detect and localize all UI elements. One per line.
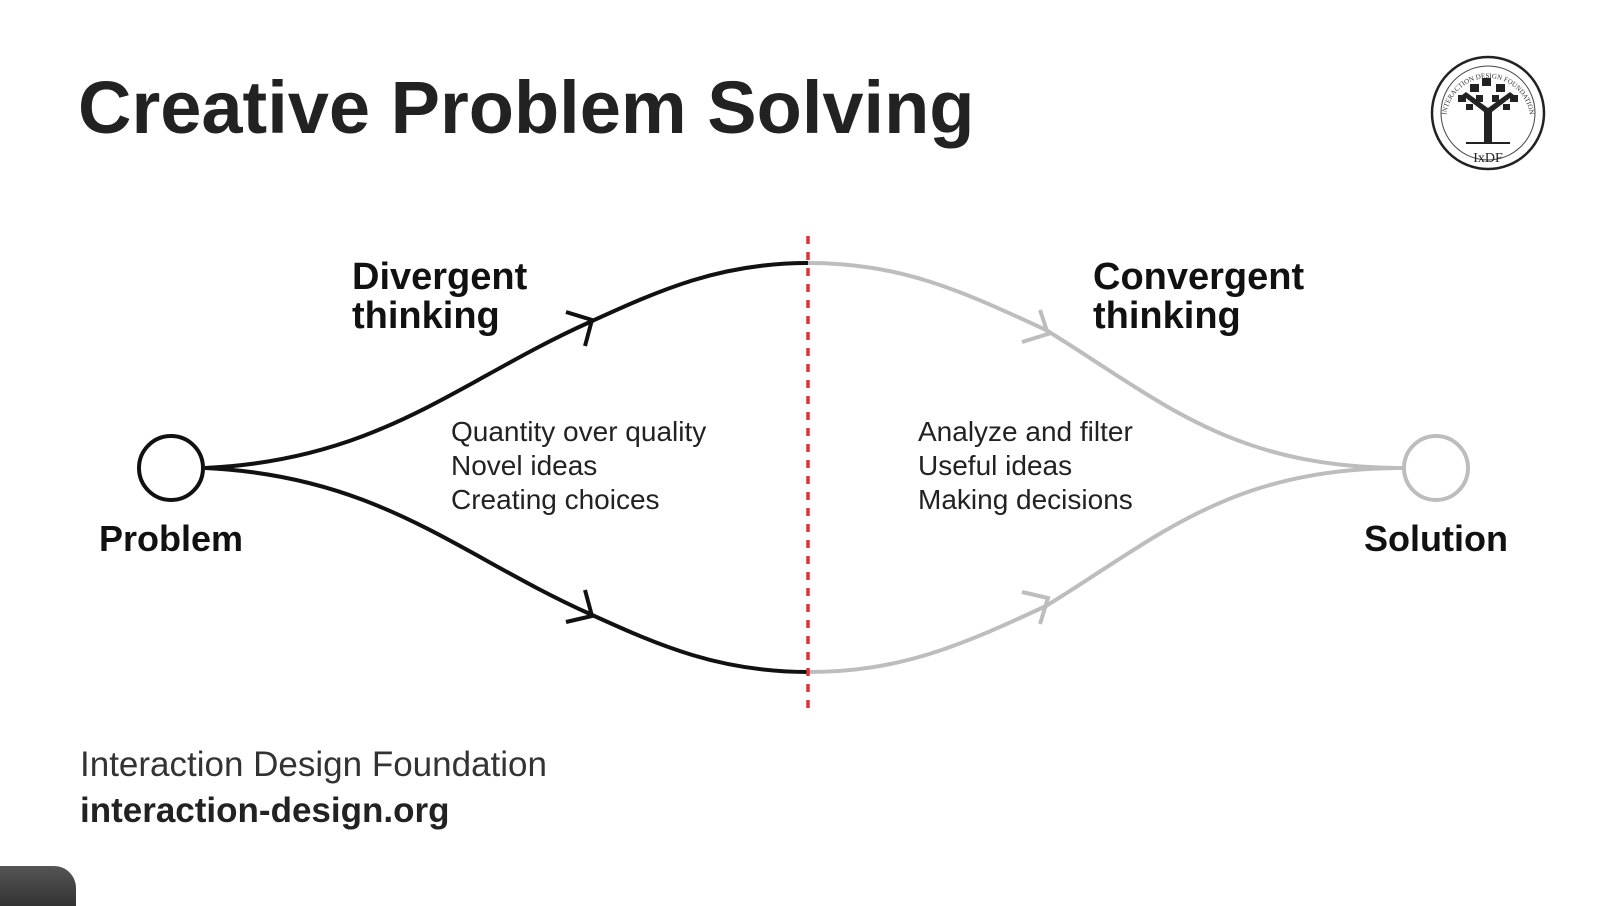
corner-tab[interactable] xyxy=(0,866,76,906)
solution-node xyxy=(1402,434,1470,502)
divergent-paths xyxy=(204,261,809,674)
problem-label: Problem xyxy=(99,518,243,559)
convergent-points: Analyze and filter Useful ideas Making d… xyxy=(918,416,1141,515)
logo-label: IxDF xyxy=(1473,151,1503,166)
divergent-heading: Divergent thinking xyxy=(352,256,538,337)
ixdf-logo: IxDF INTERACTION DESIGN FOUNDATION xyxy=(1430,55,1546,171)
problem-node xyxy=(137,434,205,502)
footer-org: Interaction Design Foundation xyxy=(80,745,547,784)
footer-url[interactable]: interaction-design.org xyxy=(80,791,449,830)
arrow-icon xyxy=(1021,309,1051,344)
arrow-icon xyxy=(565,589,595,624)
tree-icon xyxy=(1458,78,1518,144)
solution-label: Solution xyxy=(1364,518,1508,559)
convergent-heading: Convergent thinking xyxy=(1093,256,1315,337)
arrow-icon xyxy=(565,310,595,347)
page-title: Creative Problem Solving xyxy=(78,66,975,149)
convergent-paths xyxy=(807,261,1405,674)
arrow-icon xyxy=(1021,590,1051,625)
divergent-points: Quantity over quality Novel ideas Creati… xyxy=(451,416,714,515)
